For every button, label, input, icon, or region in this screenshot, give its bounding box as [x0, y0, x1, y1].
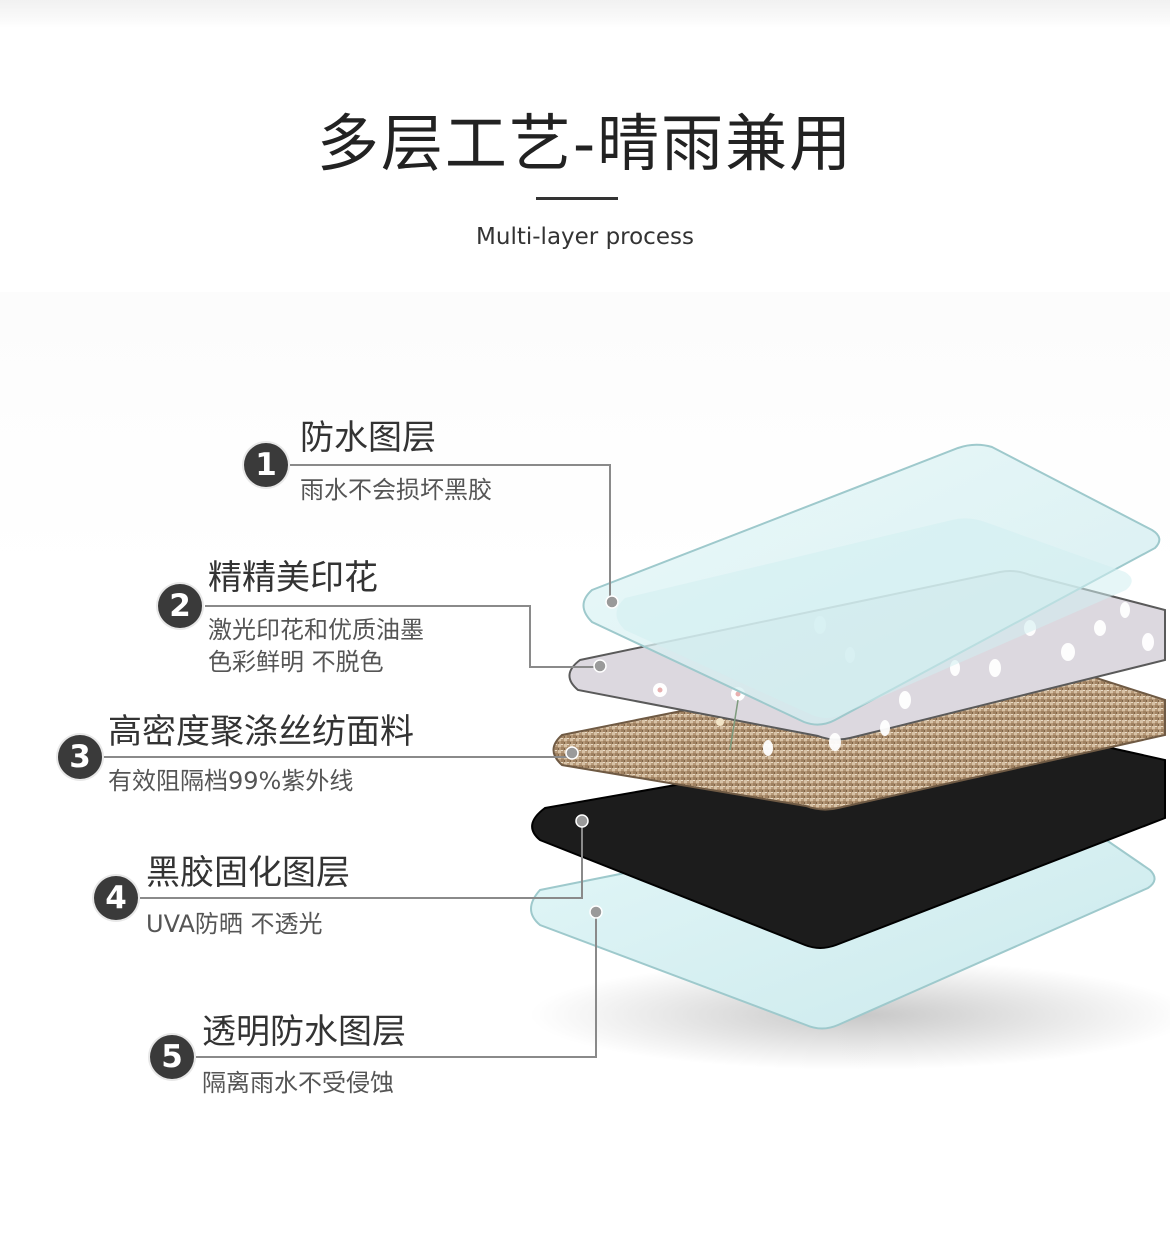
- callout-5-title: 透明防水图层: [202, 1012, 406, 1052]
- callout-1-badge: 1: [244, 443, 288, 487]
- callout-2-title: 精精美印花: [208, 558, 378, 598]
- callout-2-desc-line2: 色彩鲜明 不脱色: [208, 648, 384, 676]
- callout-4-badge: 4: [94, 876, 138, 920]
- leader-lines: [100, 464, 611, 1058]
- top-strip: [0, 0, 1170, 28]
- callout-3-badge: 3: [58, 735, 102, 779]
- callout-1-desc: 雨水不会损坏黑胶: [300, 476, 492, 504]
- callout-4-desc: UVA防晒 不透光: [146, 910, 323, 938]
- callout-5-desc: 隔离雨水不受侵蚀: [202, 1069, 394, 1097]
- callout-1-title: 防水图层: [300, 418, 436, 458]
- leader-dots: [565, 595, 619, 919]
- callout-3-desc: 有效阻隔档99%紫外线: [108, 767, 354, 795]
- layer-1-inner: [616, 518, 1132, 718]
- callout-2-desc-line1: 激光印花和优质油墨: [208, 616, 424, 644]
- title-divider: [536, 197, 618, 200]
- page-subtitle: Multi-layer process: [476, 224, 694, 250]
- callout-4-title: 黑胶固化图层: [146, 853, 350, 893]
- callout-3-title: 高密度聚涤丝纺面料: [108, 712, 414, 752]
- callout-2-badge: 2: [158, 584, 202, 628]
- page-title: 多层工艺-晴雨兼用: [316, 107, 854, 180]
- callout-5-badge: 5: [150, 1035, 194, 1079]
